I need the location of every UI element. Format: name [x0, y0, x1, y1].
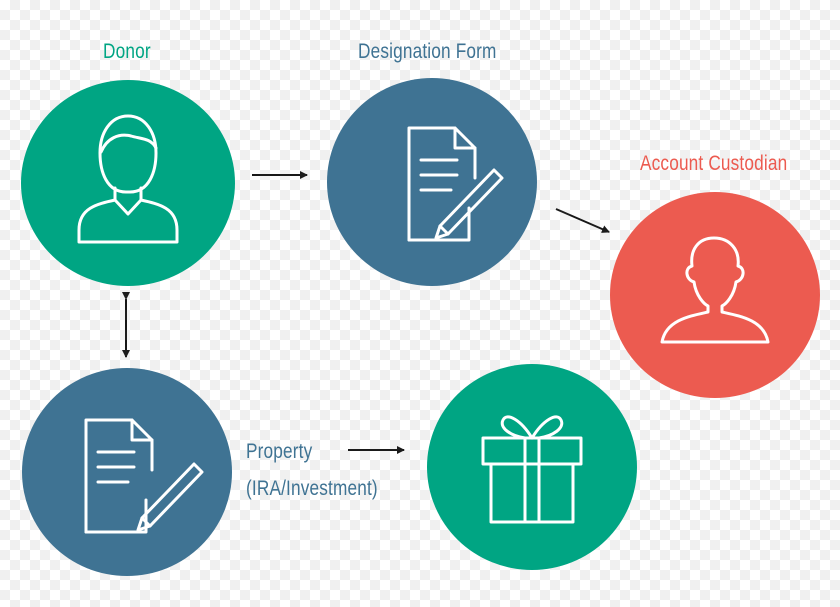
designation-form-label: Designation Form [358, 40, 497, 63]
document-pen-icon [407, 126, 504, 242]
property-label: Property [246, 440, 313, 463]
designation-form-node [327, 78, 537, 286]
gift-node [427, 364, 637, 570]
person-icon [77, 114, 179, 244]
property-node [22, 368, 232, 576]
property-label-subtitle: (IRA/Investment) [246, 477, 378, 500]
account-custodian-label: Account Custodian [640, 152, 788, 175]
donor-label: Donor [103, 40, 151, 63]
silhouette-icon [660, 236, 770, 344]
donor-node [21, 80, 235, 286]
arrow-form-to-custodian [555, 208, 610, 233]
account-custodian-node [610, 192, 820, 398]
gift-icon [481, 415, 583, 524]
document-pen-icon [84, 418, 204, 534]
